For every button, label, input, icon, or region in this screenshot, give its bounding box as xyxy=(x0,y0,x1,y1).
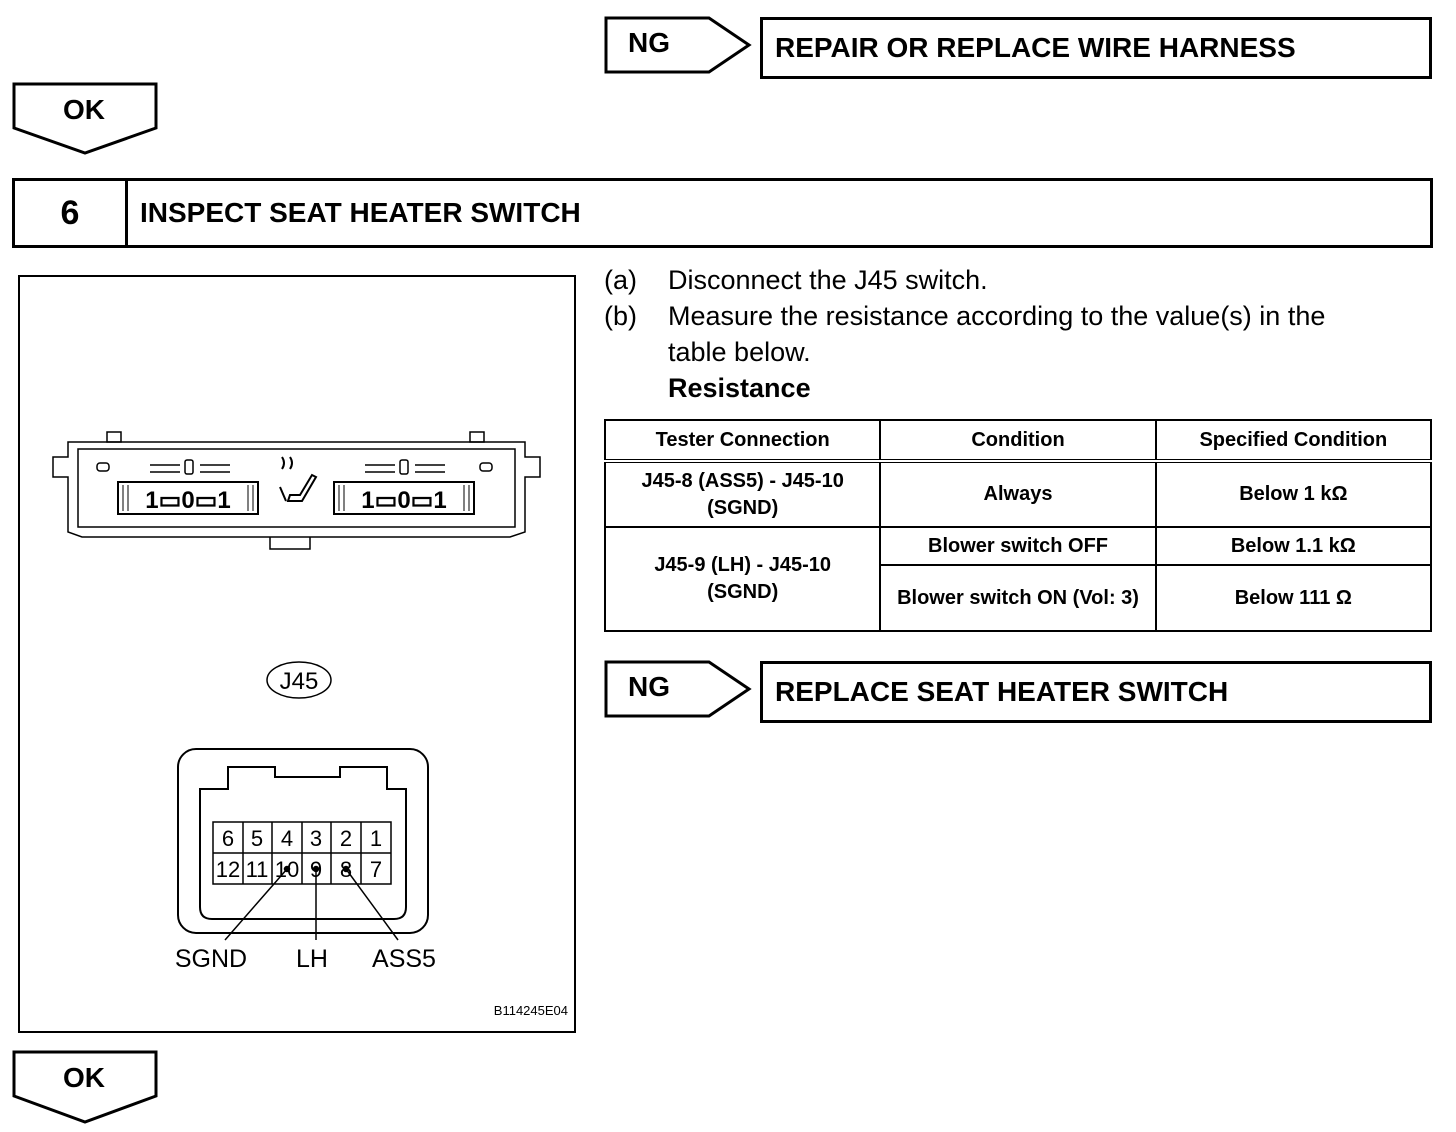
table-header-row: Tester Connection Condition Specified Co… xyxy=(603,419,1433,463)
instruction-b-line-2: table below. xyxy=(668,337,811,367)
ok-label-bottom: OK xyxy=(63,1062,105,1093)
instruction-b-line-1: Measure the resistance according to the … xyxy=(668,301,1326,331)
table-row: J45-8 (ASS5) - J45-10 (SGND) Always Belo… xyxy=(603,460,1433,528)
instruction-b-marker: (b) xyxy=(604,301,637,331)
pin-2: 2 xyxy=(340,826,352,851)
connector-housing xyxy=(177,748,429,934)
resistance-table: Tester Connection Condition Specified Co… xyxy=(603,419,1433,632)
table-row: Blower switch ON (Vol: 3) Below 111 Ω xyxy=(605,564,1433,632)
ok-label-top: OK xyxy=(63,94,105,125)
right-switch-markings: 1▭0▭1 xyxy=(361,487,446,514)
pin-3: 3 xyxy=(310,826,322,851)
ng-label-bottom: NG xyxy=(628,671,670,702)
ok-arrow-bottom xyxy=(12,1050,158,1124)
resistance-title: Resistance xyxy=(668,373,811,403)
cell-specified: Below 111 Ω xyxy=(1154,564,1433,632)
switch-diagram: 1▭0▭1 1▭0▭1 J45 xyxy=(52,431,568,1018)
instruction-a: (a) Disconnect the J45 switch. xyxy=(604,262,1432,298)
label-ass5: ASS5 xyxy=(372,945,436,973)
pin-6: 6 xyxy=(222,826,234,851)
cell-condition: Blower switch ON (Vol: 3) xyxy=(879,564,1157,632)
instruction-a-text: Disconnect the J45 switch. xyxy=(668,265,988,295)
pin-5: 5 xyxy=(251,826,263,851)
ng-arrow-top xyxy=(604,16,752,74)
cell-connection: J45-9 (LH) - J45-10 (SGND) xyxy=(603,526,882,632)
cell-specified: Below 1.1 kΩ xyxy=(1154,526,1433,566)
cell-connection: J45-8 (ASS5) - J45-10 (SGND) xyxy=(603,460,882,528)
table-row: J45-9 (LH) - J45-10 (SGND) Blower switch… xyxy=(603,526,1433,632)
pin-12: 12 xyxy=(216,857,240,882)
pin-grid xyxy=(212,821,392,885)
pin-4: 4 xyxy=(281,826,293,851)
connector-illustration: 1▭0▭1 1▭0▭1 J45 xyxy=(18,275,576,1033)
replace-seat-heater-switch-box: REPLACE SEAT HEATER SWITCH xyxy=(760,661,1432,723)
pin-leader-lines xyxy=(224,865,399,941)
pin-1: 1 xyxy=(370,826,382,851)
pin-11: 11 xyxy=(246,857,269,882)
label-sgnd: SGND xyxy=(175,945,247,973)
left-switch-markings: 1▭0▭1 xyxy=(145,487,230,514)
header-tester-connection: Tester Connection xyxy=(603,419,882,463)
header-specified-condition: Specified Condition xyxy=(1154,419,1433,463)
pin-7: 7 xyxy=(370,857,382,882)
seat-heater-icon xyxy=(279,456,318,502)
label-lh: LH xyxy=(296,945,328,973)
instruction-a-marker: (a) xyxy=(604,265,637,295)
ng-label-top: NG xyxy=(628,27,670,58)
connector-id-ellipse xyxy=(266,661,332,699)
connector-id: J45 xyxy=(280,668,319,695)
step-title: INSPECT SEAT HEATER SWITCH xyxy=(140,197,581,228)
header-condition: Condition xyxy=(879,419,1157,463)
ok-arrow-top xyxy=(12,82,158,155)
repair-wire-harness-box: REPAIR OR REPLACE WIRE HARNESS xyxy=(760,17,1432,79)
cell-condition: Always xyxy=(879,460,1157,528)
instruction-b: (b) Measure the resistance according to … xyxy=(604,298,1432,370)
cell-condition: Blower switch OFF xyxy=(879,526,1157,566)
figure-code: B114245E04 xyxy=(494,1003,568,1018)
ng-arrow-bottom xyxy=(604,660,752,718)
step-number: 6 xyxy=(15,181,128,245)
cell-specified: Below 1 kΩ xyxy=(1154,460,1433,528)
step-header: 6 INSPECT SEAT HEATER SWITCH xyxy=(12,178,1433,248)
